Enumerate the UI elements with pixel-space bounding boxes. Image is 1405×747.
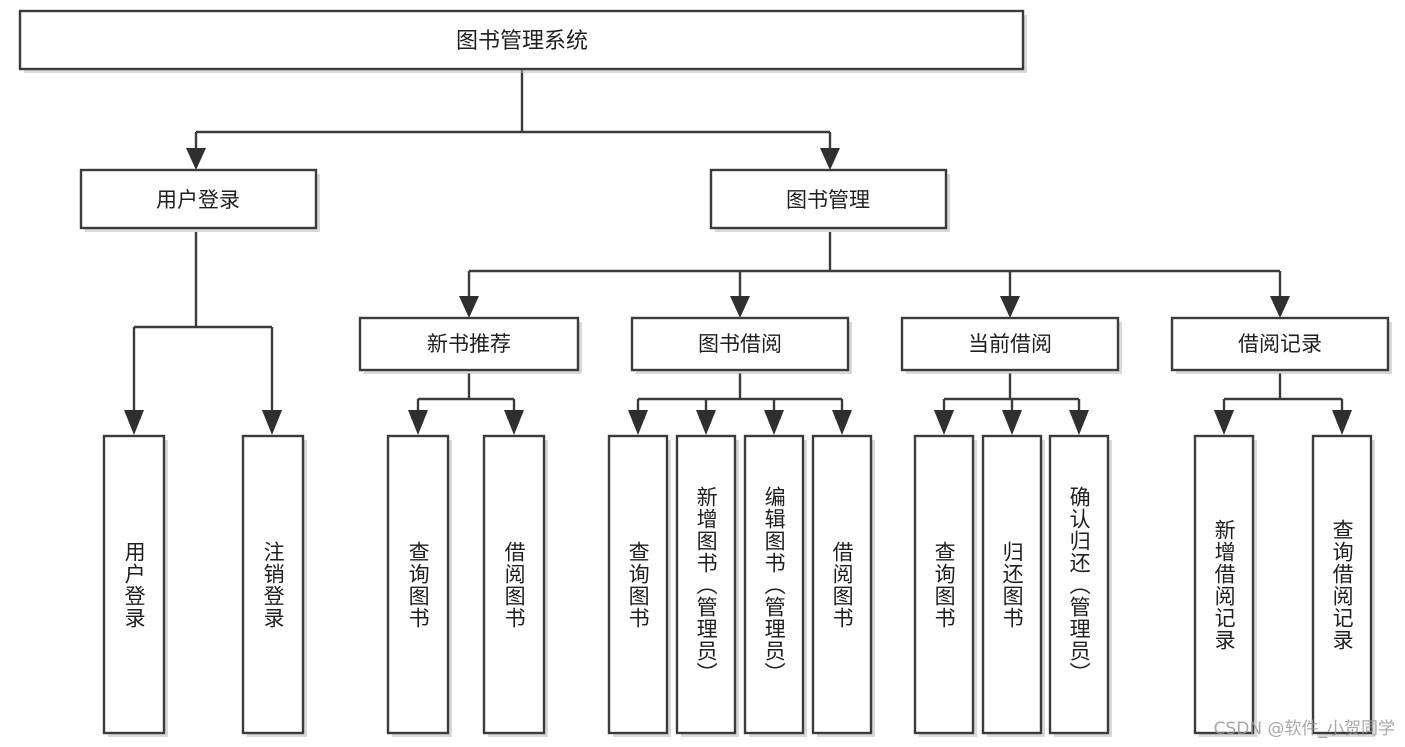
- arrowhead-leaf-logout: [262, 410, 282, 435]
- node-root-box: [18, 9, 1025, 71]
- arrowhead-new-book: [459, 296, 479, 318]
- node-current-borrow-label: 当前借阅: [968, 332, 1052, 356]
- arrowhead-book-borrow: [730, 296, 750, 318]
- arrowhead-cb-leaf3: [1069, 410, 1089, 435]
- arrowhead-cb-leaf2: [1002, 410, 1022, 435]
- node-current-borrow[interactable]: 当前借阅: [900, 316, 1122, 374]
- arrowhead-user-login: [186, 148, 206, 170]
- node-book-borrow-label: 图书借阅: [698, 332, 782, 356]
- leaf-cb-confirm-box[interactable]: [1048, 434, 1110, 735]
- arrowhead-leaf-user-login: [124, 410, 144, 435]
- leaf-cb-query-box[interactable]: [913, 434, 975, 735]
- arrowhead-br-leaf2: [1332, 410, 1352, 435]
- connector-layer: [124, 69, 1352, 435]
- node-user-login-box: [79, 168, 318, 230]
- leaf-nb-borrow-box[interactable]: [482, 434, 546, 735]
- node-root[interactable]: 图书管理系统: [18, 9, 1027, 73]
- arrowhead-nb-leaf2: [504, 410, 524, 435]
- node-current-borrow-box: [900, 316, 1120, 372]
- node-new-book-recommend[interactable]: 新书推荐: [358, 316, 582, 374]
- arrowhead-bb-leaf1: [628, 410, 648, 435]
- leaf-bb-add-box[interactable]: [675, 434, 737, 735]
- leaf-logout-box[interactable]: [241, 434, 305, 735]
- node-borrow-record-box: [1170, 316, 1390, 372]
- leaf-bb-query-box[interactable]: [607, 434, 669, 735]
- arrowhead-nb-leaf1: [408, 410, 428, 435]
- node-user-login[interactable]: 用户登录: [79, 168, 320, 232]
- node-book-management-label: 图书管理: [786, 188, 870, 212]
- arrowhead-current-borrow: [1000, 296, 1020, 318]
- leaf-cb-return-box[interactable]: [981, 434, 1043, 735]
- leaf-nb-query-box[interactable]: [386, 434, 450, 735]
- node-book-borrow-box: [630, 316, 850, 372]
- node-borrow-record[interactable]: 借阅记录: [1170, 316, 1392, 374]
- node-new-book-recommend-box: [358, 316, 580, 372]
- arrowhead-bb-leaf2: [696, 410, 716, 435]
- node-user-login-label: 用户登录: [156, 188, 240, 212]
- arrowhead-bb-leaf4: [832, 410, 852, 435]
- leaf-bb-edit-box[interactable]: [743, 434, 805, 735]
- node-book-management[interactable]: 图书管理: [709, 168, 950, 232]
- node-book-borrow[interactable]: 图书借阅: [630, 316, 852, 374]
- arrowhead-br-leaf1: [1214, 410, 1234, 435]
- csdn-watermark: CSDN @软件_小贺同学: [1213, 719, 1395, 739]
- arrowhead-book-mgmt: [820, 148, 840, 170]
- node-new-book-recommend-label: 新书推荐: [427, 332, 511, 356]
- arrowhead-borrow-record: [1270, 296, 1290, 318]
- leaf-br-query-box[interactable]: [1311, 434, 1373, 735]
- arrowhead-bb-leaf3: [764, 410, 784, 435]
- arrowhead-cb-leaf1: [934, 410, 954, 435]
- node-borrow-record-label: 借阅记录: [1238, 332, 1322, 356]
- node-root-label: 图书管理系统: [456, 29, 588, 54]
- leaf-user-login-box[interactable]: [102, 434, 166, 735]
- leaf-nodes-layer: [102, 434, 1375, 737]
- node-book-management-box: [709, 168, 948, 230]
- leaf-br-add-box[interactable]: [1193, 434, 1255, 735]
- leaf-bb-borrow-box[interactable]: [811, 434, 873, 735]
